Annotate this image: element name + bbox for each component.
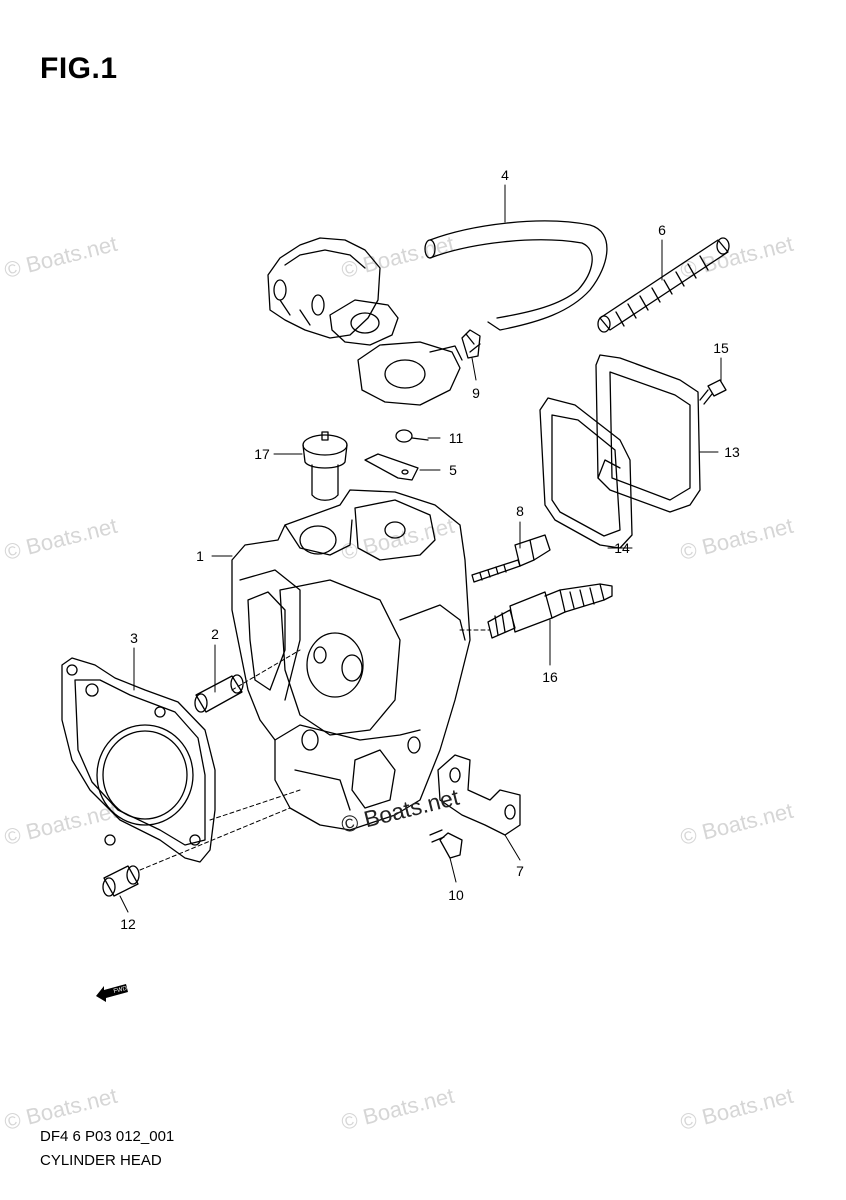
part-17-thermostat bbox=[302, 431, 348, 501]
part-10-bolt bbox=[429, 829, 463, 859]
part-14-cover-gasket bbox=[539, 397, 633, 549]
figure-code: DF4 6 P03 012_001 bbox=[40, 1128, 175, 1145]
part-4-hose bbox=[424, 220, 608, 331]
part-3-head-gasket bbox=[61, 657, 216, 863]
thermostat-gasket bbox=[357, 341, 463, 406]
callout-15: 15 bbox=[713, 340, 729, 356]
callout-2: 2 bbox=[211, 626, 219, 642]
part-6-spiral-protector bbox=[597, 237, 730, 333]
callout-13: 13 bbox=[724, 444, 740, 460]
part-13-head-cover bbox=[595, 354, 701, 513]
part-5-plate bbox=[364, 453, 419, 481]
callout-11: 11 bbox=[448, 430, 464, 446]
part-1-cylinder-head bbox=[231, 489, 471, 831]
callout-14: 14 bbox=[614, 540, 630, 556]
figure-title: FIG.1 bbox=[40, 52, 118, 85]
part-12-dowel-pin bbox=[102, 865, 140, 897]
fwd-label: FWD bbox=[113, 986, 128, 995]
callout-17: 17 bbox=[254, 446, 270, 462]
callout-5: 5 bbox=[449, 462, 457, 478]
callout-8: 8 bbox=[516, 503, 524, 519]
part-15-bolt bbox=[699, 379, 727, 405]
callout-10: 10 bbox=[448, 887, 464, 903]
callout-9: 9 bbox=[472, 385, 480, 401]
leader-lines bbox=[119, 184, 722, 913]
part-2-dowel-pin bbox=[194, 674, 244, 713]
callout-12: 12 bbox=[120, 916, 136, 932]
callout-4: 4 bbox=[501, 167, 509, 183]
part-7-bracket bbox=[437, 754, 521, 836]
figure-name: CYLINDER HEAD bbox=[40, 1152, 162, 1169]
thermostat-cover bbox=[267, 237, 399, 346]
part-16-spark-plug bbox=[487, 583, 613, 639]
callout-1: 1 bbox=[196, 548, 204, 564]
callout-3: 3 bbox=[130, 630, 138, 646]
fwd-arrow-icon: FWD bbox=[96, 984, 128, 1002]
callout-7: 7 bbox=[516, 863, 524, 879]
callout-16: 16 bbox=[542, 669, 558, 685]
part-8-stud-bolt bbox=[471, 534, 551, 583]
part-11-screw bbox=[395, 429, 429, 443]
callout-6: 6 bbox=[658, 222, 666, 238]
part-9-clip bbox=[461, 329, 481, 359]
